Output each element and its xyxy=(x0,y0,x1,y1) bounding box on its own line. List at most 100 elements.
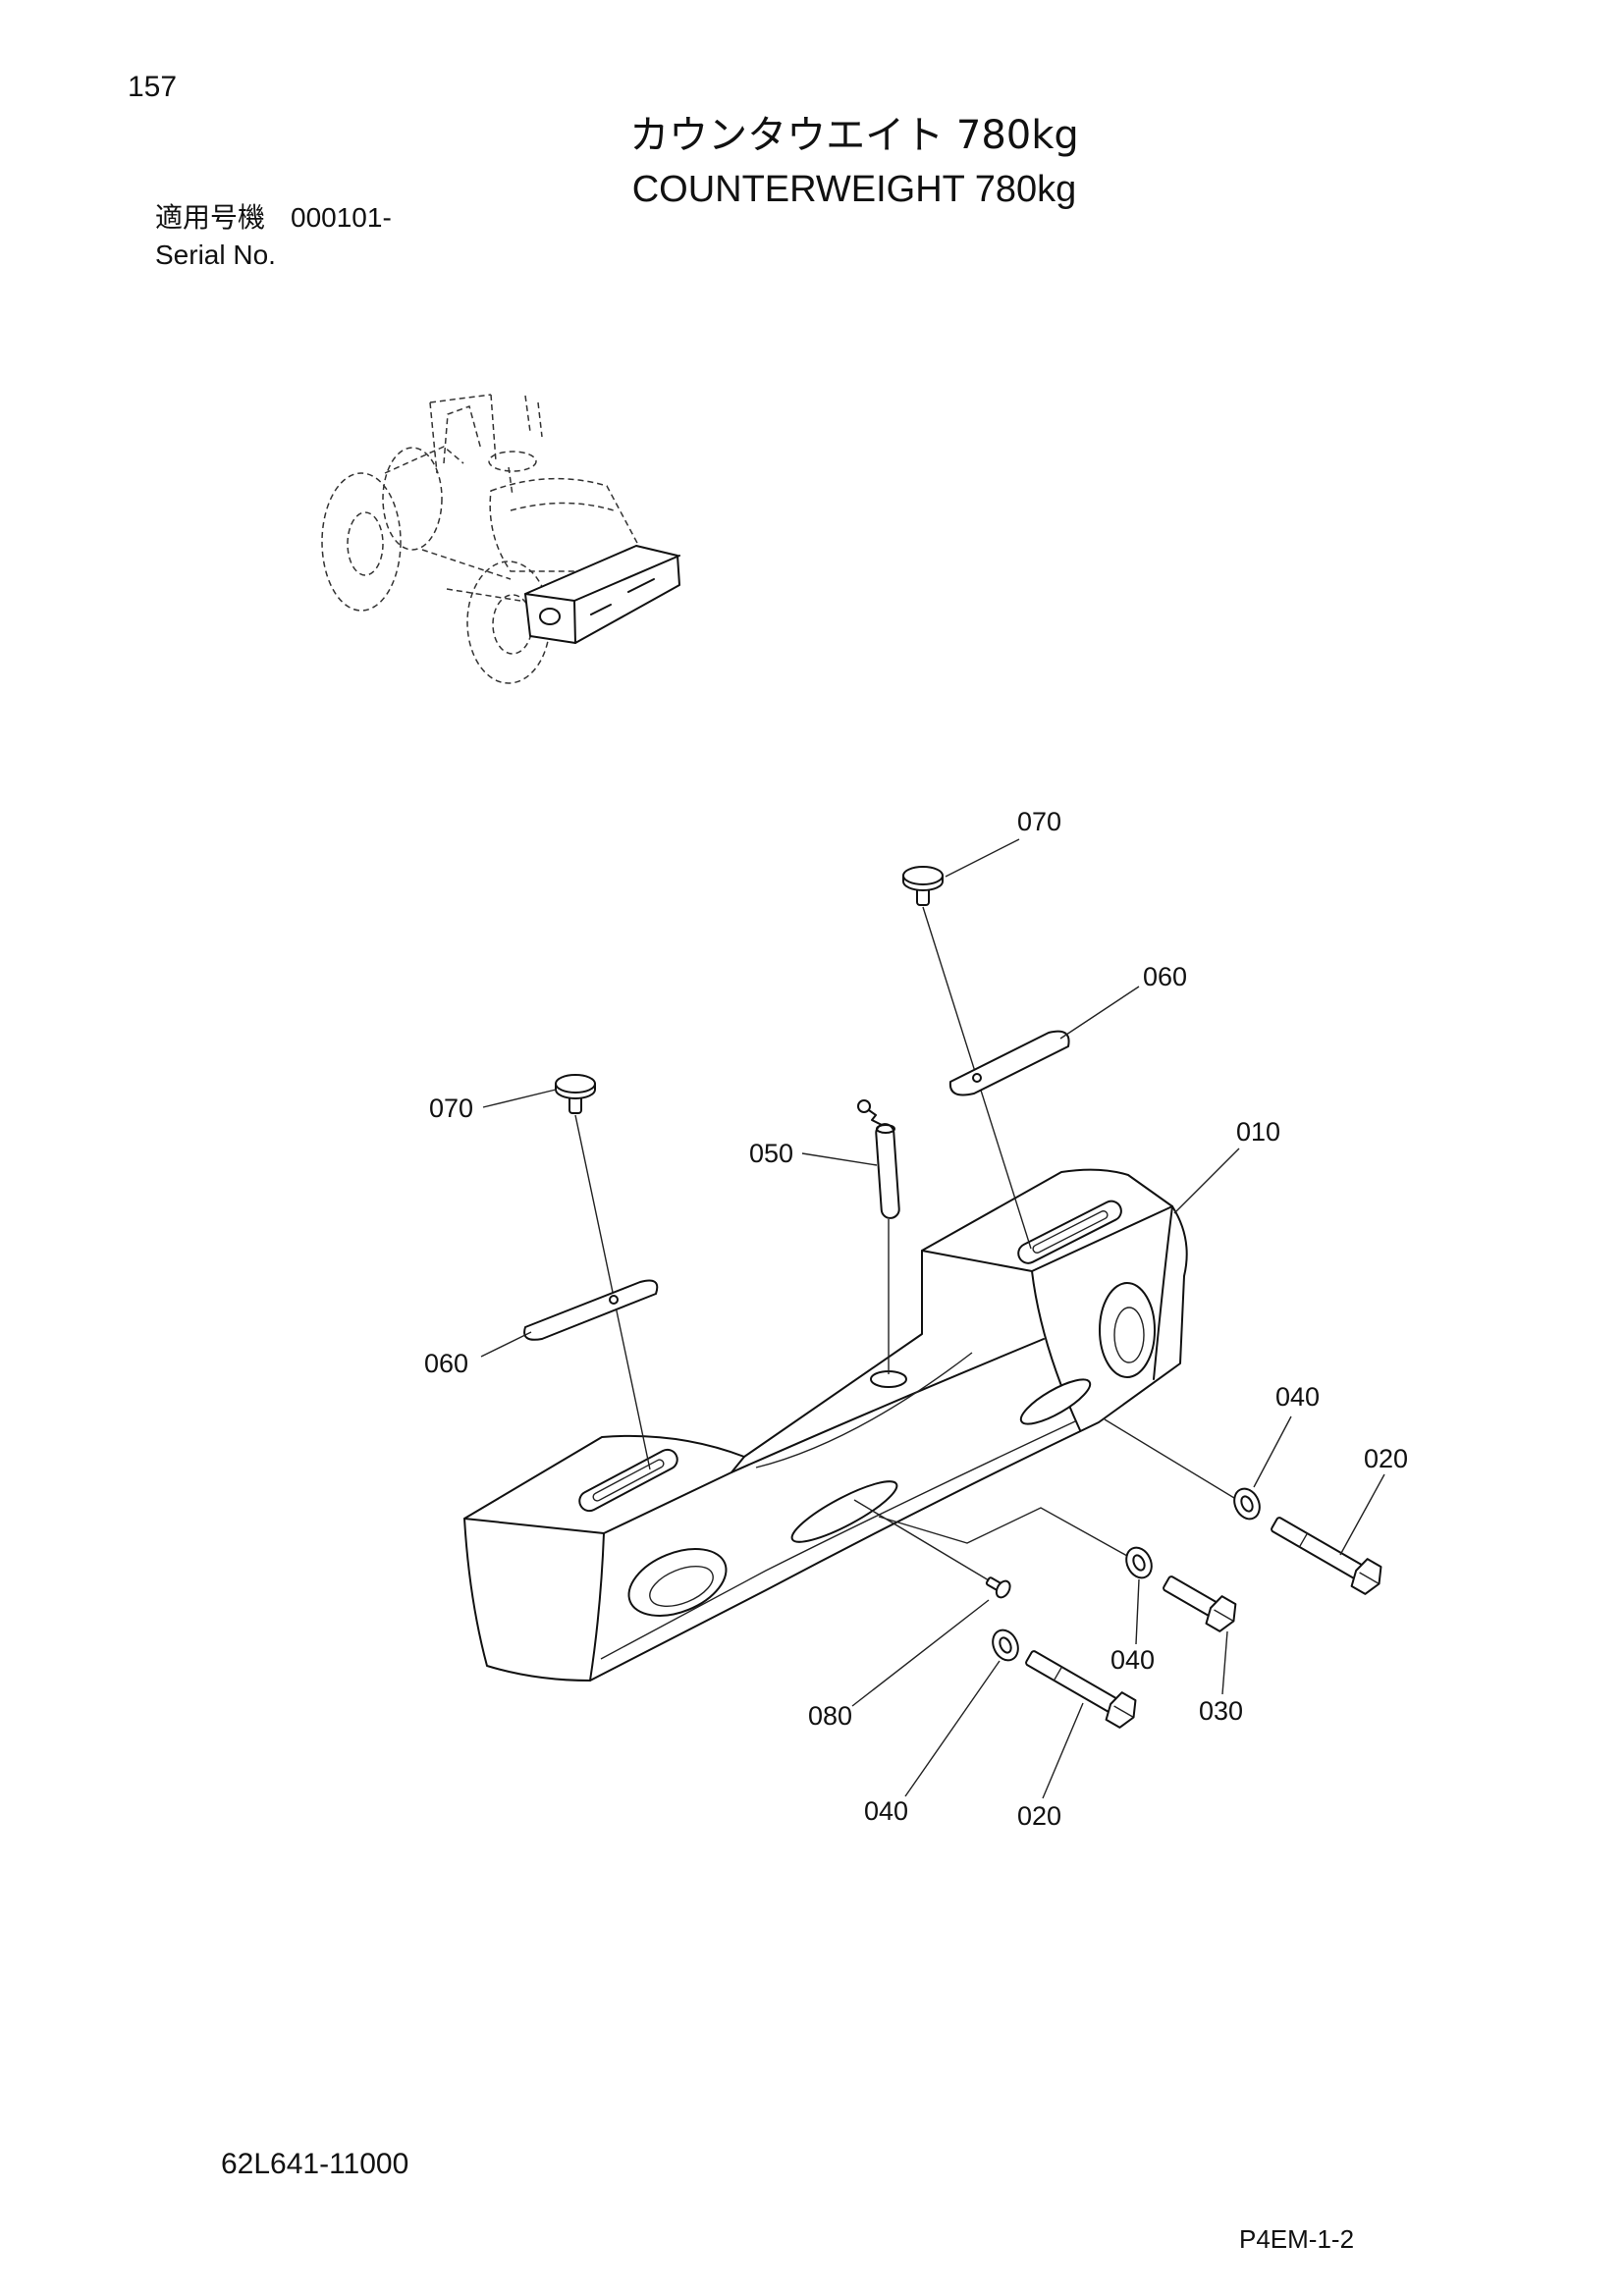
washer-outer xyxy=(1125,1546,1153,1579)
serial-label-japanese: 適用号機 xyxy=(155,201,266,234)
part-010-counterweight-body xyxy=(463,1168,1188,1682)
right-top-slot-inner xyxy=(1032,1210,1109,1254)
right-end-face-edge xyxy=(1153,1205,1173,1380)
plate-hole xyxy=(609,1295,619,1305)
part-070-bolt-left xyxy=(555,1074,596,1114)
right-top-slot xyxy=(1017,1200,1122,1264)
lever-1 xyxy=(524,395,531,433)
part-080-screw xyxy=(985,1576,1011,1599)
leader-line-070-upper xyxy=(945,838,1020,878)
washer-inner xyxy=(1240,1495,1254,1513)
middle-front-top-edge xyxy=(731,1338,1045,1473)
alignment-line-040-right xyxy=(1104,1418,1235,1499)
front-opening-left-inner xyxy=(649,1566,714,1607)
thumbnail-counterweight xyxy=(524,545,680,644)
thumbnail-counterweight-edge xyxy=(524,555,680,644)
thumbnail-counterweight-slot-2 xyxy=(627,578,655,593)
pin-body xyxy=(875,1123,900,1219)
serial-label-english: Serial No. xyxy=(155,240,276,270)
front-opening-right-inner xyxy=(1113,1307,1145,1363)
washer-inner xyxy=(999,1636,1012,1654)
saddle-contour xyxy=(755,1352,973,1468)
lower-chamfer-edge xyxy=(600,1420,1076,1660)
leader-line-070-left xyxy=(482,1089,557,1108)
leader-line-030 xyxy=(1221,1630,1228,1695)
counterweight-assembly: 070 060 070 050 010 060 040 020 040 030 … xyxy=(424,807,1408,1831)
serial-number-value: 000101- xyxy=(291,202,392,233)
bolt-shank xyxy=(1025,1650,1120,1714)
leader-line-060-left xyxy=(480,1331,532,1358)
rear-wheel-far xyxy=(382,447,443,551)
callout-070-left: 070 xyxy=(429,1094,473,1123)
alignment-line-080 xyxy=(853,1499,995,1584)
callout-040-right: 040 xyxy=(1275,1382,1320,1412)
page-number: 157 xyxy=(128,71,178,103)
callout-labels: 070 060 070 050 010 060 040 020 040 030 … xyxy=(424,807,1408,1831)
seat xyxy=(443,405,482,464)
callout-080: 080 xyxy=(808,1701,852,1731)
thumbnail-counterweight-slot-1 xyxy=(590,604,612,615)
hex-head-edge xyxy=(1214,1609,1233,1622)
rear-fender xyxy=(384,446,464,474)
hex-head-edge xyxy=(1359,1572,1380,1584)
callout-030: 030 xyxy=(1199,1696,1243,1726)
plate-hole xyxy=(972,1073,982,1083)
part-020-bolt-lower xyxy=(1025,1650,1137,1729)
tractor-outline-dashed xyxy=(321,394,640,684)
title-english: COUNTERWEIGHT 780kg xyxy=(631,169,1077,210)
drawing-number: 62L641-11000 xyxy=(221,2148,409,2180)
front-slot-middle xyxy=(790,1480,898,1543)
rear-wheel-hub xyxy=(347,511,384,576)
steering-wheel xyxy=(488,451,537,472)
part-060-plate-left xyxy=(523,1279,659,1341)
page-code: P4EM-1-2 xyxy=(1239,2224,1355,2254)
leader-lines xyxy=(480,838,1385,1799)
part-050-pin xyxy=(857,1099,900,1219)
left-top-slot xyxy=(578,1448,678,1513)
pin-ring xyxy=(857,1099,871,1113)
callout-010: 010 xyxy=(1236,1117,1280,1147)
rops-frame xyxy=(429,394,497,474)
bolt-shank xyxy=(1271,1517,1366,1580)
lever-2 xyxy=(537,401,543,438)
pin-top-end xyxy=(876,1124,895,1134)
front-slot-right xyxy=(1019,1378,1092,1425)
part-060-plate-upper xyxy=(948,1030,1070,1096)
part-040-washer-lower xyxy=(992,1629,1019,1662)
left-block-top-front-edge xyxy=(463,1518,605,1534)
callout-060-left: 060 xyxy=(424,1349,468,1378)
callout-020-lower: 020 xyxy=(1017,1801,1061,1831)
hood-line xyxy=(510,502,615,511)
left-top-slot-inner xyxy=(592,1459,665,1502)
bolt-thread-end xyxy=(1053,1666,1063,1682)
screw-head xyxy=(995,1579,1011,1599)
chassis-frame xyxy=(421,549,521,602)
front-opening-right xyxy=(1099,1282,1156,1378)
thumbnail-counterweight-hole xyxy=(539,608,561,625)
leader-line-060-upper xyxy=(1059,986,1140,1040)
title-japanese: カウンタウエイト 780kg xyxy=(629,113,1079,158)
part-020-bolt-right xyxy=(1271,1517,1382,1595)
hood xyxy=(489,477,640,572)
washer-outer xyxy=(1233,1487,1261,1521)
leader-line-050 xyxy=(801,1152,878,1166)
washer-outer xyxy=(992,1629,1019,1662)
leader-line-040-lower xyxy=(904,1660,1001,1797)
callout-040-middle: 040 xyxy=(1110,1645,1155,1675)
callout-040-lower: 040 xyxy=(864,1796,908,1826)
thumbnail-counterweight-body xyxy=(524,545,680,644)
callout-050: 050 xyxy=(749,1139,793,1168)
plate-outline xyxy=(948,1030,1070,1096)
part-040-washer-right xyxy=(1233,1487,1261,1521)
leader-line-040-middle xyxy=(1135,1578,1140,1645)
left-block-front-right-edge xyxy=(589,1532,605,1682)
steering-column xyxy=(508,466,514,497)
pin-clip xyxy=(868,1109,883,1126)
hex-head-edge xyxy=(1113,1705,1134,1718)
tractor-location-thumbnail xyxy=(321,394,680,684)
leader-line-020-lower xyxy=(1042,1702,1084,1799)
callout-020-right: 020 xyxy=(1364,1444,1408,1473)
part-030-bolt xyxy=(1163,1575,1237,1632)
bolt-head-top xyxy=(902,866,944,885)
rear-wheel-near xyxy=(321,472,402,612)
